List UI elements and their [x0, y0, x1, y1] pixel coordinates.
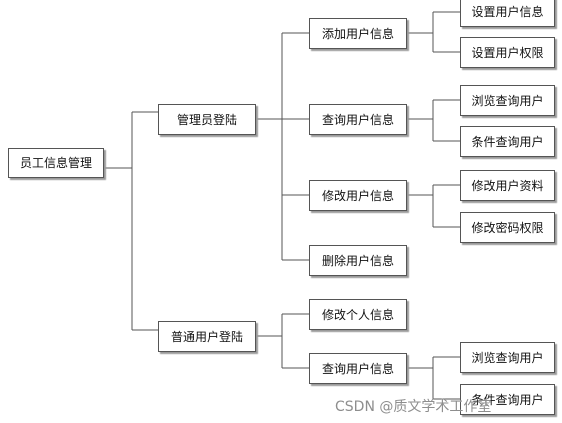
node-delete-user-info-label: 删除用户信息: [321, 253, 394, 268]
node-user-login: 普通用户登陆: [158, 321, 256, 352]
node-user-login-label: 普通用户登陆: [170, 329, 243, 344]
node-add-user-info-label: 添加用户信息: [321, 26, 394, 41]
node-browse-query-user: 浏览查询用户: [460, 85, 555, 116]
node-modify-password-permission-label: 修改密码权限: [471, 220, 544, 235]
csdn-watermark: CSDN @质文学术工作室: [335, 399, 492, 415]
node-query-user-info: 查询用户信息: [309, 104, 407, 135]
node-modify-user-profile-label: 修改用户资料: [471, 178, 544, 193]
node-delete-user-info: 删除用户信息: [309, 245, 407, 276]
node-set-user-permission-label: 设置用户权限: [471, 45, 544, 60]
node-modify-personal-info-label: 修改个人信息: [321, 307, 394, 322]
node-add-user-info: 添加用户信息: [309, 18, 407, 49]
node-modify-personal-info: 修改个人信息: [309, 299, 407, 330]
node-admin-login-label: 管理员登陆: [176, 112, 237, 127]
node-modify-user-profile: 修改用户资料: [460, 170, 555, 201]
node-set-user-info-label: 设置用户信息: [471, 5, 544, 19]
node-user-condition-query-user-label: 条件查询用户: [471, 392, 544, 407]
node-user-query-user-info-label: 查询用户信息: [321, 361, 394, 376]
connectors: [104, 11, 460, 400]
node-condition-query-user: 条件查询用户: [460, 126, 555, 157]
node-user-browse-query-user: 浏览查询用户: [460, 342, 555, 373]
node-set-user-info: 设置用户信息: [460, 0, 555, 27]
node-root-label: 员工信息管理: [19, 156, 92, 170]
node-root: 员工信息管理: [8, 148, 104, 178]
node-user-browse-query-user-label: 浏览查询用户: [471, 350, 544, 365]
node-user-condition-query-user: 条件查询用户: [460, 384, 555, 415]
node-condition-query-user-label: 条件查询用户: [471, 134, 544, 149]
node-user-query-user-info: 查询用户信息: [309, 353, 407, 384]
node-set-user-permission: 设置用户权限: [460, 37, 555, 68]
node-admin-login: 管理员登陆: [158, 104, 256, 135]
node-modify-user-info-label: 修改用户信息: [321, 188, 394, 203]
node-modify-password-permission: 修改密码权限: [460, 212, 555, 243]
node-modify-user-info: 修改用户信息: [309, 180, 407, 211]
node-browse-query-user-label: 浏览查询用户: [471, 93, 544, 108]
node-query-user-info-label: 查询用户信息: [321, 112, 394, 127]
